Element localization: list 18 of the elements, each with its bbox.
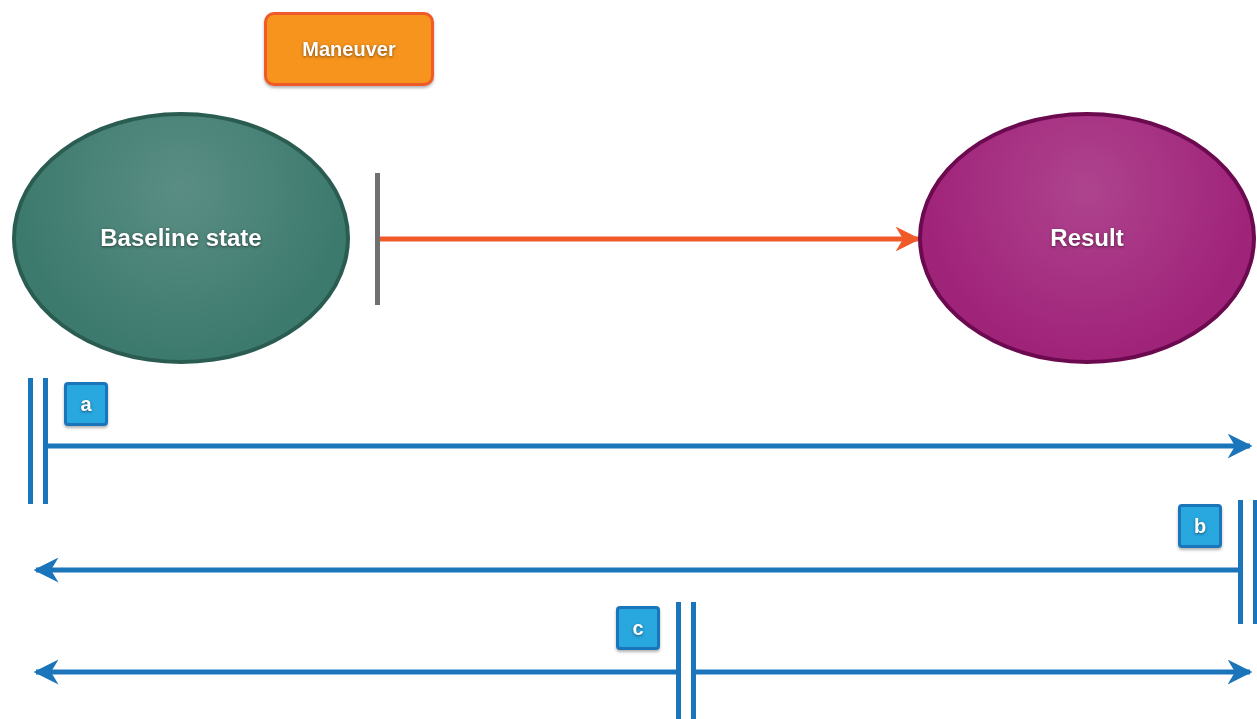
double-bar-marker (676, 602, 696, 719)
double-bar-marker (28, 378, 48, 504)
arrow (696, 659, 1253, 685)
arrow (33, 557, 1238, 583)
node-label: Baseline state (100, 224, 262, 252)
action-box (264, 12, 434, 86)
node-label: Maneuver (302, 37, 396, 61)
arrow (48, 433, 1253, 459)
double-bar-marker (1238, 500, 1257, 624)
node-label: c (632, 616, 644, 640)
node-label: a (80, 392, 92, 416)
arrow (33, 659, 676, 685)
node-label: b (1193, 514, 1207, 538)
bar-marker (375, 173, 380, 305)
letter-tag (616, 606, 660, 650)
node-label: Result (1050, 224, 1124, 252)
letter-tag (1178, 504, 1222, 548)
letter-tag (64, 382, 108, 426)
